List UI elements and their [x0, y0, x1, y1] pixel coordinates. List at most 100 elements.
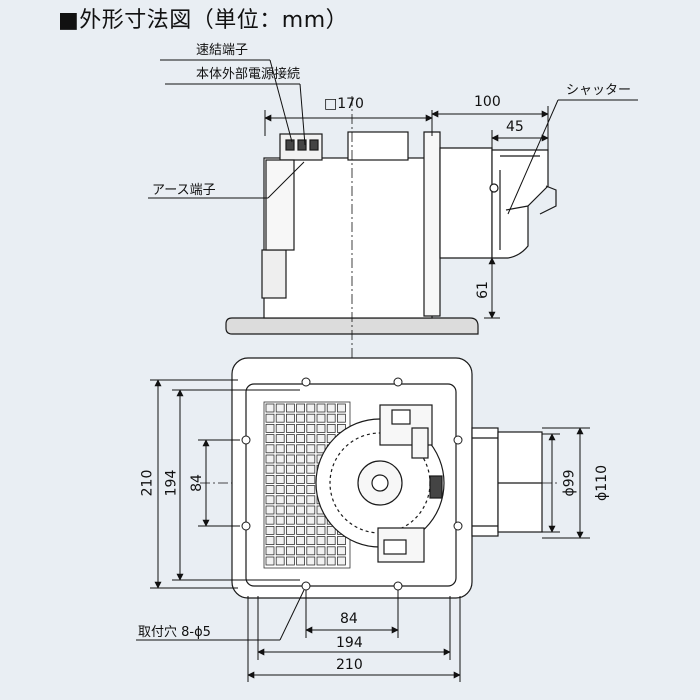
- grille-cell: [326, 423, 336, 433]
- dim-hole-pitch-inner-v: 84: [188, 474, 205, 492]
- dim-body-square: □170: [324, 96, 364, 112]
- grille-cell: [265, 444, 275, 454]
- quick-terminal-label: 速結端子: [196, 43, 249, 58]
- dim-hole-pitch-outer-v: 194: [163, 469, 180, 497]
- dim-duct-outer: ϕ110: [593, 465, 610, 501]
- grille-cell: [265, 434, 275, 444]
- grille-cell: [306, 546, 316, 556]
- grille-cell: [336, 546, 346, 556]
- grille-cell: [275, 474, 285, 484]
- grille-cell: [275, 536, 285, 545]
- grille-cell: [285, 454, 295, 464]
- duct-adapter: [439, 147, 493, 259]
- grille-cell: [275, 403, 285, 413]
- grille-cell: [306, 526, 316, 535]
- grille-cell: [296, 515, 306, 525]
- grille-cell: [285, 403, 295, 413]
- grille-cell: [265, 423, 275, 433]
- grille-cell: [296, 505, 306, 515]
- grille-cell: [285, 474, 295, 484]
- page-title: ■外形寸法図（単位：mm）: [58, 8, 349, 33]
- grille-cell: [296, 474, 306, 484]
- grille-cell: [296, 413, 306, 423]
- grille-cell: [326, 413, 336, 423]
- earth-bracket: [261, 249, 287, 299]
- grille-cell: [316, 515, 326, 525]
- grille-cell: [285, 434, 295, 444]
- grille-cell: [265, 505, 275, 515]
- shutter-cone: [491, 149, 549, 259]
- grille-cell: [306, 474, 316, 484]
- grille-cell: [306, 413, 316, 423]
- grille-cell: [285, 423, 295, 433]
- grille-cell: [316, 413, 326, 423]
- side-view: [225, 131, 557, 335]
- grille-cell: [316, 546, 326, 556]
- grille-cell: [296, 454, 306, 464]
- grille-cell: [296, 556, 306, 566]
- grille-cell: [336, 403, 346, 413]
- grille-cell: [296, 526, 306, 535]
- grille-cell: [265, 474, 275, 484]
- grille-cell: [296, 403, 306, 413]
- grille-cell: [316, 536, 326, 545]
- grille-cell: [285, 546, 295, 556]
- grille-cell: [306, 464, 316, 474]
- grille-cell: [265, 556, 275, 566]
- grille-cell: [265, 515, 275, 525]
- grille-cell: [285, 413, 295, 423]
- duct-pipe: [497, 431, 543, 533]
- grille-cell: [285, 505, 295, 515]
- grille-cell: [275, 546, 285, 556]
- dim-flange-height: 61: [474, 281, 491, 299]
- grille-cell: [306, 556, 316, 566]
- grille-cell: [275, 423, 285, 433]
- grille-cell: [316, 403, 326, 413]
- earth-terminal-label: アース端子: [152, 183, 216, 198]
- grille-cell: [265, 546, 275, 556]
- grille-cell: [275, 454, 285, 464]
- grille-cell: [336, 556, 346, 566]
- grille-cell: [296, 495, 306, 505]
- grille-cell: [326, 403, 336, 413]
- dim-shutter-projection: 100: [474, 94, 501, 110]
- grille-cell: [285, 526, 295, 535]
- duct-right: [471, 427, 499, 537]
- grille-cell: [326, 546, 336, 556]
- dim-hole-pitch-outer-h: 194: [336, 635, 363, 651]
- grille-cell: [316, 444, 326, 454]
- dim-hole-pitch-inner-h: 84: [340, 611, 358, 627]
- grille-cell: [336, 536, 346, 545]
- grille-cell: [275, 495, 285, 505]
- grille-cell: [296, 423, 306, 433]
- grille-cell: [296, 464, 306, 474]
- grille-cell: [285, 464, 295, 474]
- grille-cell: [316, 526, 326, 535]
- grille-cell: [306, 515, 316, 525]
- grille-cell: [275, 444, 285, 454]
- grille-cell: [326, 556, 336, 566]
- grille-cell: [275, 485, 285, 495]
- grille-cell: [326, 536, 336, 545]
- grille-cell: [265, 536, 275, 545]
- mounting-holes: [241, 377, 463, 591]
- grille-cell: [265, 454, 275, 464]
- grille-cell: [275, 556, 285, 566]
- grille-cell: [285, 444, 295, 454]
- grille-cell: [265, 464, 275, 474]
- grille-cell: [275, 434, 285, 444]
- top-housing: [347, 131, 409, 161]
- grille-cell: [306, 495, 316, 505]
- dim-total-width: 210: [336, 657, 363, 673]
- grille-cell: [285, 536, 295, 545]
- dim-shutter-depth: 45: [506, 119, 524, 135]
- mounting-holes-label: 取付穴 8-ϕ5: [138, 625, 211, 640]
- grille-cell: [306, 434, 316, 444]
- grille-cell: [306, 536, 316, 545]
- grille-cell: [275, 515, 285, 525]
- dim-duct-inner: ϕ99: [561, 469, 578, 497]
- grille-cell: [275, 505, 285, 515]
- grille-cell: [275, 464, 285, 474]
- grille-cell: [285, 556, 295, 566]
